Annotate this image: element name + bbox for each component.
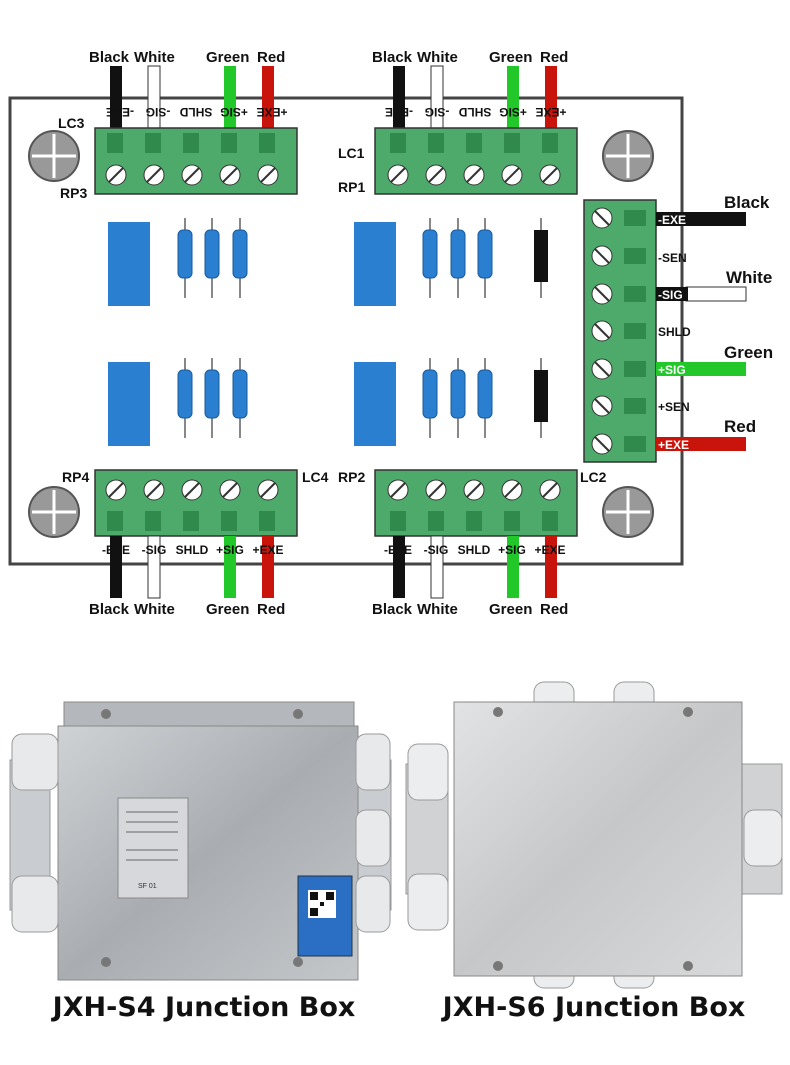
label-green: Green <box>489 601 532 618</box>
label-black: Black <box>89 601 130 618</box>
out-label-plus-sig: +SIG <box>658 363 686 377</box>
term-label-shld: SHLD <box>179 105 212 119</box>
label-red: Red <box>540 601 568 618</box>
term-label-shld: SHLD <box>176 543 209 557</box>
term-label-plus-exe: +EXE <box>252 543 283 557</box>
label-white: White <box>134 49 175 66</box>
out-label-minus-sig: -SIG <box>658 288 683 302</box>
capacitor <box>534 230 548 282</box>
out-color-white: White <box>726 268 772 287</box>
connector-lc1: Black White Green Red -EXE -SIG SHLD +SI… <box>338 49 578 195</box>
term-label-minus-sig: -SIG <box>424 543 449 557</box>
label-red: Red <box>540 49 568 66</box>
jxh-s6-photo <box>405 681 783 989</box>
term-label-minus-sig: -SIG <box>142 543 167 557</box>
label-red: Red <box>257 49 285 66</box>
wire-black <box>110 66 122 128</box>
output-terminal: -EXE -SEN -SIG SHLD +SIG +SEN +EXE Black… <box>583 193 773 463</box>
term-label-minus-exe: -EXE <box>102 543 130 557</box>
trimmer-pot-rp4 <box>108 362 150 446</box>
out-label-plus-exe: +EXE <box>658 438 689 452</box>
label-white: White <box>134 601 175 618</box>
capacitor <box>534 370 548 422</box>
label-black: Black <box>372 601 413 618</box>
term-label-shld: SHLD <box>458 543 491 557</box>
term-label-minus-exe: -EXE <box>106 105 134 119</box>
connector-lc3: Black White Green Red -EXE -SIG SHLD +SI… <box>58 49 298 201</box>
label-rp3: RP3 <box>60 185 87 201</box>
term-label-plus-exe: +EXE <box>534 543 565 557</box>
label-black: Black <box>372 49 413 66</box>
label-black: Black <box>89 49 130 66</box>
label-lc1: LC1 <box>338 145 365 161</box>
term-label-plus-sig: +SIG <box>220 105 248 119</box>
term-label-plus-exe: +EXE <box>535 105 566 119</box>
term-label-minus-exe: -EXE <box>384 543 412 557</box>
connector-lc2: -EXE -SIG SHLD +SIG +EXE Black White Gre… <box>338 469 607 618</box>
label-rp1: RP1 <box>338 179 365 195</box>
photo-label: SF 01 <box>138 883 157 890</box>
trimmer-pot-rp2 <box>354 362 396 446</box>
term-label-shld: SHLD <box>458 105 491 119</box>
out-color-green: Green <box>724 343 773 362</box>
trimmer-pot-rp3 <box>108 222 150 306</box>
term-label-plus-sig: +SIG <box>498 543 526 557</box>
caption-jxh-s6: JXH-S6 Junction Box <box>442 992 746 1023</box>
out-color-black: Black <box>724 193 770 212</box>
term-label-minus-exe: -EXE <box>385 105 413 119</box>
label-green: Green <box>206 601 249 618</box>
term-label-plus-sig: +SIG <box>499 105 527 119</box>
mounting-hole-br <box>602 486 654 538</box>
label-white: White <box>417 601 458 618</box>
label-white: White <box>417 49 458 66</box>
mounting-hole-tr <box>602 130 654 182</box>
trimmer-pot-rp1 <box>354 222 396 306</box>
jxh-s4-photo: SF 01 <box>9 701 392 981</box>
connector-lc4: -EXE -SIG SHLD +SIG +EXE Black White Gre… <box>62 469 329 618</box>
label-lc3: LC3 <box>58 115 85 131</box>
caption-jxh-s4: JXH-S4 Junction Box <box>52 992 356 1023</box>
out-label-shld: SHLD <box>658 325 691 339</box>
term-label-plus-exe: +EXE <box>256 105 287 119</box>
wiring-diagram: Black White Green Red -EXE -SIG SHLD +SI… <box>8 49 773 618</box>
mounting-hole-bl <box>28 486 80 538</box>
label-rp4: RP4 <box>62 469 89 485</box>
resistor-group <box>184 218 542 438</box>
label-lc2: LC2 <box>580 469 607 485</box>
out-label-plus-sen: +SEN <box>658 400 690 414</box>
out-color-red: Red <box>724 417 756 436</box>
term-label-plus-sig: +SIG <box>216 543 244 557</box>
wire-red <box>262 66 274 128</box>
label-rp2: RP2 <box>338 469 365 485</box>
mounting-hole-tl <box>28 130 80 182</box>
label-red: Red <box>257 601 285 618</box>
term-label-minus-sig: -SIG <box>425 105 450 119</box>
label-green: Green <box>206 49 249 66</box>
wire-green <box>224 66 236 128</box>
out-label-minus-sen: -SEN <box>658 251 687 265</box>
label-green: Green <box>489 49 532 66</box>
term-label-minus-sig: -SIG <box>146 105 171 119</box>
out-label-minus-exe: -EXE <box>658 213 686 227</box>
label-lc4: LC4 <box>302 469 329 485</box>
